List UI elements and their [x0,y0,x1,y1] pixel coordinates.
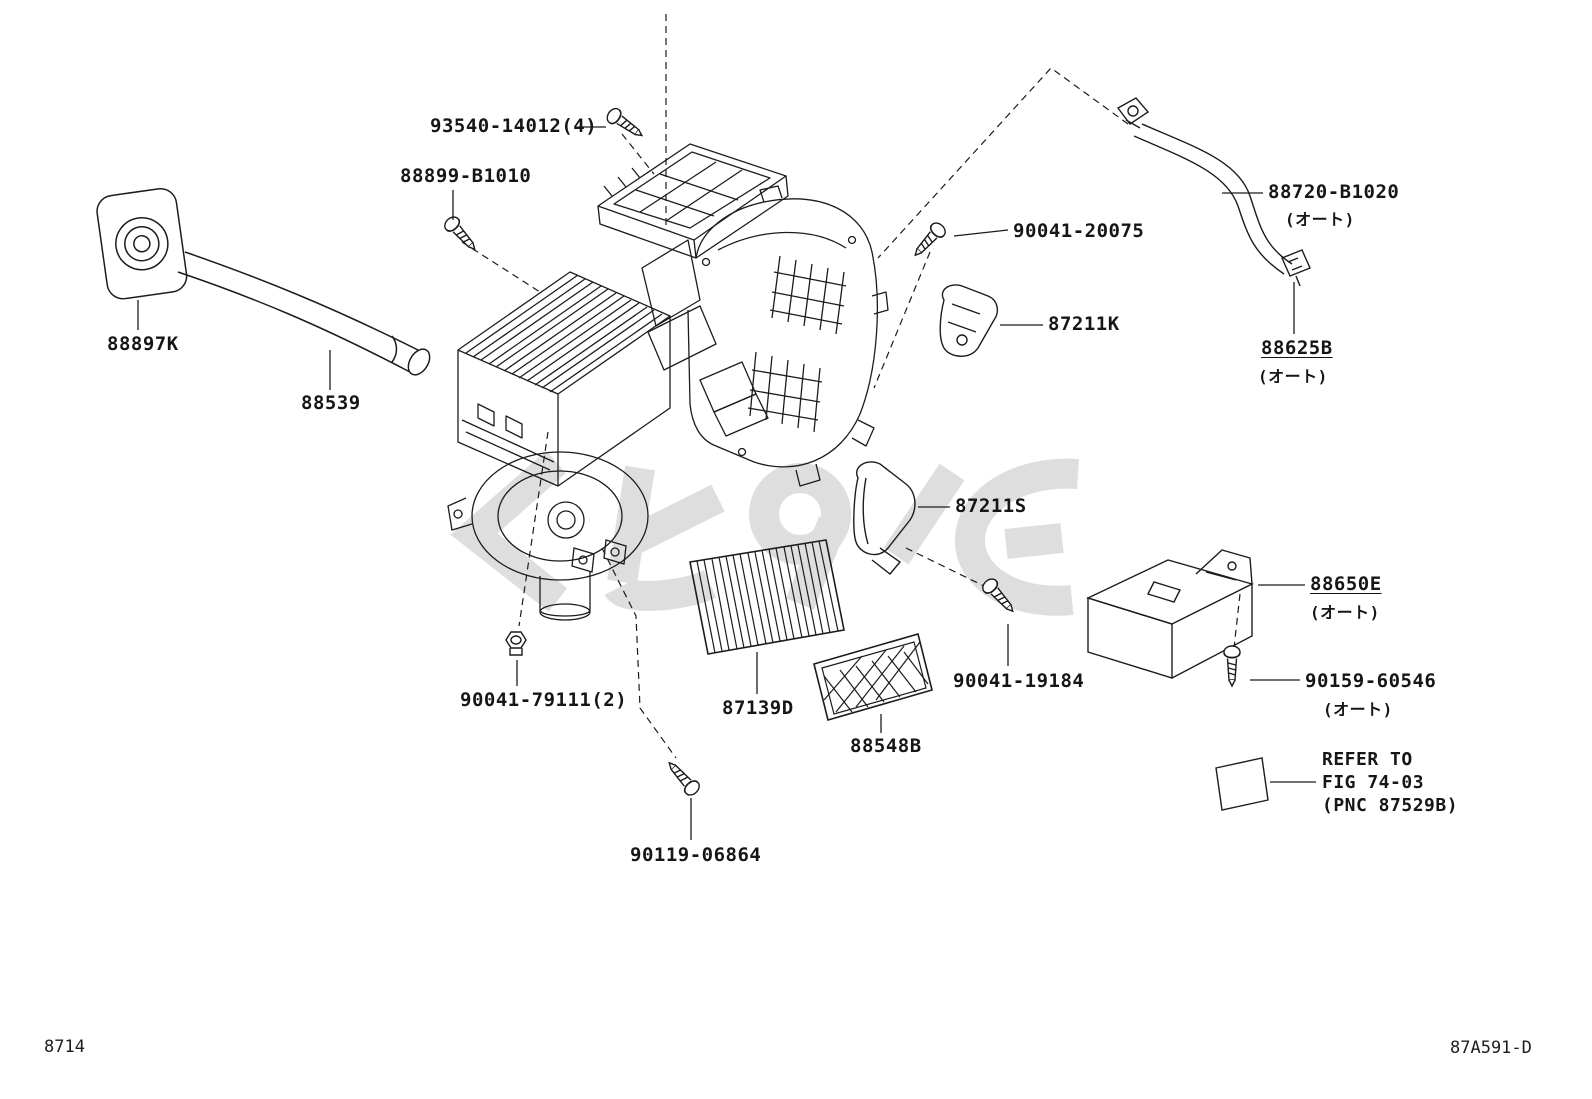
note-refer-to: REFER TO [1322,749,1413,770]
watermark-logo [450,450,1079,616]
nut-90041-79111-icon [505,631,527,656]
assembly-dashed-lines [461,14,1241,759]
drawing-code: 87A591-D [1450,1038,1532,1058]
part-label-88897K: 88897K [107,333,179,355]
water-hose-drawing [1116,97,1293,275]
servo-87211K-drawing [939,284,999,357]
part-label-90041-79111: 90041-79111(2) [460,689,628,711]
screw-88899-icon [441,213,482,256]
part-label-88548B: 88548B [850,735,922,757]
part-variant-88720-B1020: (オート) [1285,210,1355,229]
part-label-90119-06864: 90119-06864 [630,844,762,866]
part-variant-88625B: (オート) [1258,367,1328,386]
part-label-88650E: 88650E [1310,573,1382,595]
servo-87211S-drawing [853,461,916,575]
grommet-drawing [96,187,188,300]
cabin-filter-drawing [689,539,845,655]
note-fig-number: FIG 74-03 [1322,772,1425,793]
part-variant-90159-60546: (オート) [1323,700,1393,719]
part-label-88625B: 88625B [1261,337,1333,359]
hvac-unit-drawing [457,143,889,487]
part-label-90159-60546: 90159-60546 [1305,670,1437,692]
part-label-88899-B1010: 88899-B1010 [400,165,532,187]
figure-number: 8714 [44,1037,85,1057]
part-label-88539: 88539 [301,392,361,414]
part-label-93540-14012: 93540-14012(4) [430,115,598,137]
screw-90159-60546-icon [1223,645,1241,687]
part-label-90041-20075: 90041-20075 [1013,220,1145,242]
part-variant-88650E: (オート) [1310,603,1380,622]
part-label-87211K: 87211K [1048,313,1120,335]
amplifier-drawing [1086,549,1254,679]
screw-90119-06864-icon [662,756,703,799]
filter-cover-drawing [813,633,933,721]
part-label-90041-19184: 90041-19184 [953,670,1085,692]
drain-hose-drawing [177,251,431,376]
leader-lines [137,126,1316,840]
blower-motor-drawing [447,451,649,621]
hose-clamp-drawing [1281,249,1311,287]
part-label-88720-B1020: 88720-B1020 [1268,181,1400,203]
part-label-87211S: 87211S [955,495,1027,517]
clip-93540-icon [603,105,648,143]
note-reference-box [1215,757,1269,811]
note-pnc-number: (PNC 87529B) [1322,795,1459,816]
part-label-87139D: 87139D [722,697,794,719]
